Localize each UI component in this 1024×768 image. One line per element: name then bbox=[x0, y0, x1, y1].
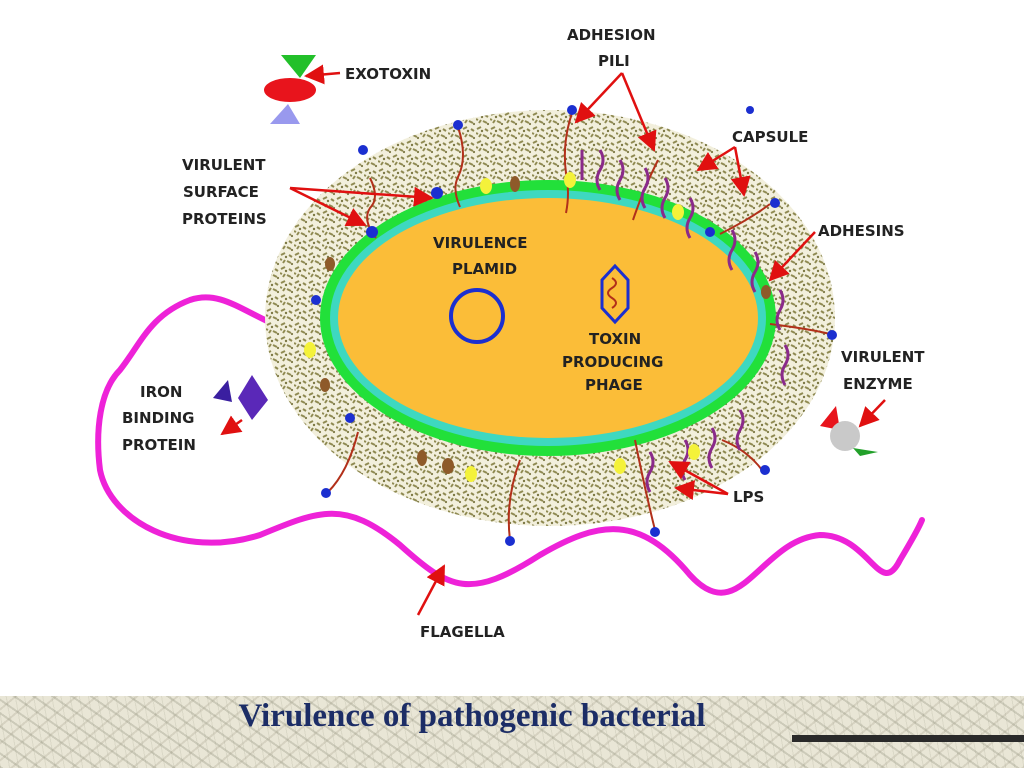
capsule-granules bbox=[304, 172, 771, 482]
label-virulence-plasmid-2: PLAMID bbox=[452, 260, 517, 278]
label-exotoxin: EXOTOXIN bbox=[345, 65, 431, 83]
label-surface-proteins-2: SURFACE bbox=[183, 183, 259, 201]
virulent-enzyme-icon bbox=[820, 406, 878, 456]
label-virulent-enzyme-1: VIRULENT bbox=[841, 348, 925, 366]
caption-rule bbox=[792, 735, 1024, 742]
label-virulent-enzyme-2: ENZYME bbox=[843, 375, 913, 393]
label-iron-binding-1: IRON bbox=[140, 383, 182, 401]
label-capsule: CAPSULE bbox=[732, 128, 808, 146]
label-iron-binding-3: PROTEIN bbox=[122, 436, 196, 454]
label-surface-proteins-3: PROTEINS bbox=[182, 210, 267, 228]
label-lps: LPS bbox=[733, 488, 764, 506]
virulence-plasmid-ring bbox=[449, 288, 505, 344]
pili-tips bbox=[311, 105, 837, 546]
pointer-arrows bbox=[220, 64, 886, 616]
caption-bar bbox=[0, 696, 1024, 768]
toxin-phage-icon bbox=[600, 263, 630, 325]
label-adhesins: ADHESINS bbox=[818, 222, 905, 240]
lps-chains bbox=[580, 149, 790, 493]
bacterium-diagram: EXOTOXIN ADHESION PILI CAPSULE VIRULENT … bbox=[95, 26, 925, 641]
cytoplasm bbox=[338, 198, 758, 438]
exotoxin-icon bbox=[264, 55, 316, 124]
diagram-caption: Virulence of pathogenic bacterial bbox=[238, 698, 706, 734]
label-adhesion-pili-1: ADHESION bbox=[567, 26, 656, 44]
label-surface-proteins-1: VIRULENT bbox=[182, 156, 266, 174]
iron-binding-protein-icon bbox=[213, 375, 268, 420]
label-adhesion-pili-2: PILI bbox=[598, 52, 630, 70]
label-toxin-phage-3: PHAGE bbox=[585, 376, 643, 394]
label-toxin-phage-2: PRODUCING bbox=[562, 353, 663, 371]
label-iron-binding-2: BINDING bbox=[122, 409, 194, 427]
flagellum-tail bbox=[95, 294, 925, 596]
label-flagella: FLAGELLA bbox=[420, 623, 505, 641]
label-virulence-plasmid-1: VIRULENCE bbox=[433, 234, 528, 252]
label-toxin-phage-1: TOXIN bbox=[589, 330, 641, 348]
